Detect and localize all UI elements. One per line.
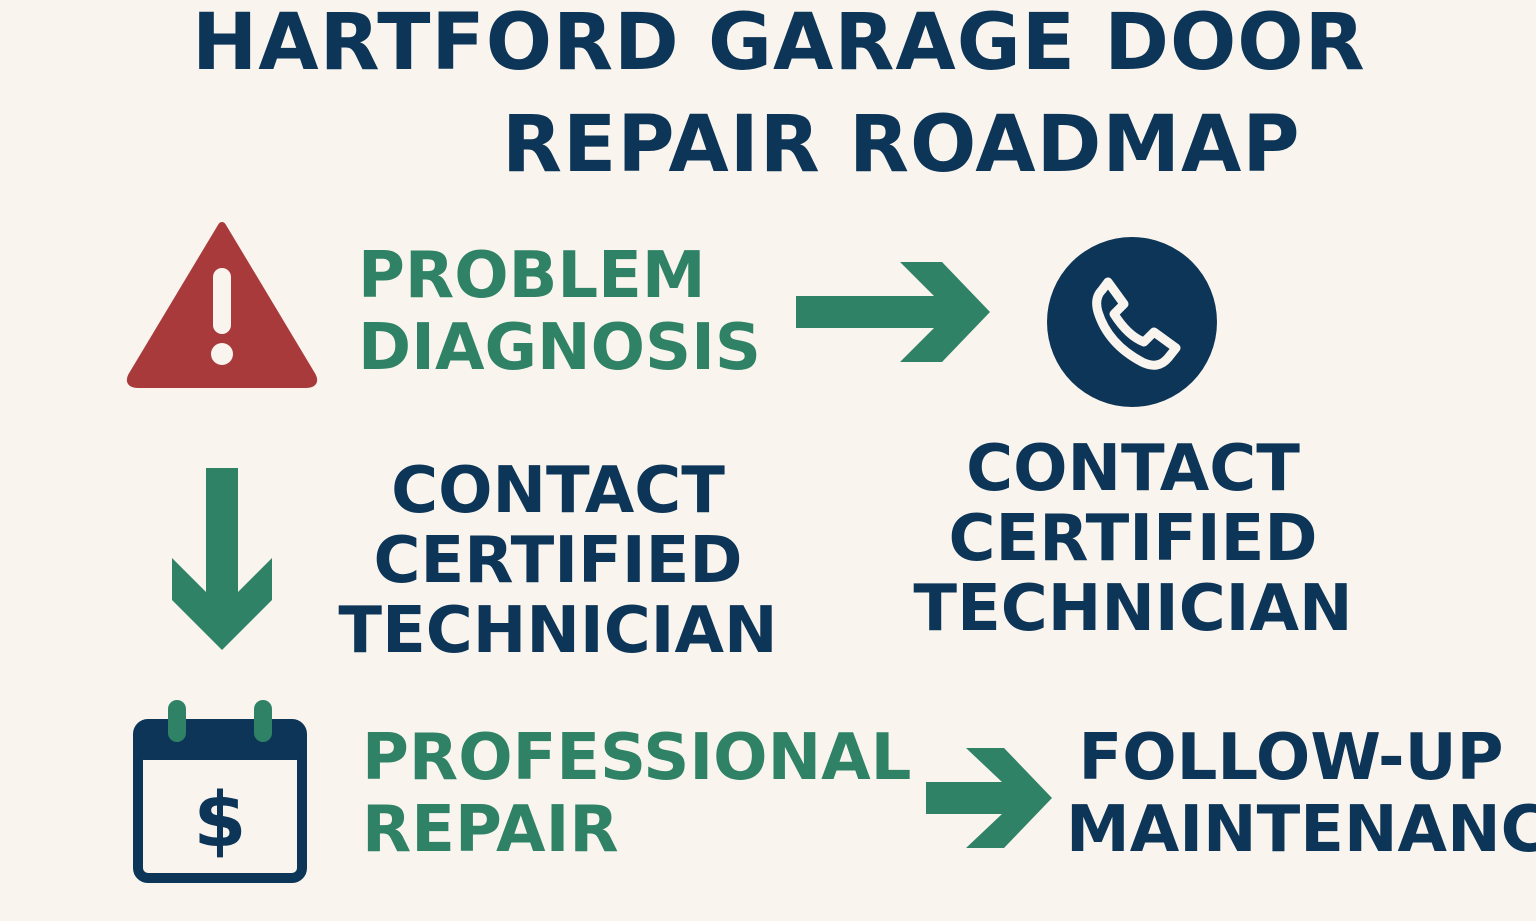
arrow-down-icon <box>170 466 274 650</box>
arrow-right-icon <box>794 258 994 366</box>
step-follow-up-line1: FOLLOW-UP <box>1078 721 1504 795</box>
step-contact-right-line1: CONTACT <box>966 432 1300 506</box>
svg-text:$: $ <box>194 775 247 864</box>
step-professional-repair-line2: REPAIR <box>362 793 619 867</box>
warning-triangle-icon <box>124 216 320 388</box>
title-line-1: HARTFORD GARAGE DOOR <box>192 0 1366 88</box>
step-follow-up-line2: MAINTENANCE <box>1066 793 1536 867</box>
step-problem-diagnosis-line1: PROBLEM <box>358 239 706 313</box>
step-problem-diagnosis: PROBLEM DIAGNOSIS <box>358 240 761 384</box>
title-line-2: REPAIR ROADMAP <box>502 100 1301 190</box>
step-contact-right-line3: TECHNICIAN <box>913 572 1353 646</box>
step-professional-repair-line1: PROFESSIONAL <box>362 721 912 795</box>
step-contact-technician-right: CONTACT CERTIFIED TECHNICIAN <box>908 434 1358 644</box>
phone-icon <box>1046 236 1218 408</box>
step-follow-up-maintenance: FOLLOW-UP MAINTENANCE <box>1066 721 1536 867</box>
step-contact-left-line1: CONTACT <box>391 454 725 528</box>
calendar-dollar-icon: $ <box>132 696 308 884</box>
step-professional-repair: PROFESSIONAL REPAIR <box>362 722 911 866</box>
step-contact-right-line2: CERTIFIED <box>948 502 1318 576</box>
step-contact-left-line2: CERTIFIED <box>373 524 743 598</box>
step-contact-left-line3: TECHNICIAN <box>338 594 778 668</box>
arrow-right-icon <box>924 746 1054 850</box>
step-problem-diagnosis-line2: DIAGNOSIS <box>358 311 761 385</box>
step-contact-technician-left: CONTACT CERTIFIED TECHNICIAN <box>338 456 778 666</box>
